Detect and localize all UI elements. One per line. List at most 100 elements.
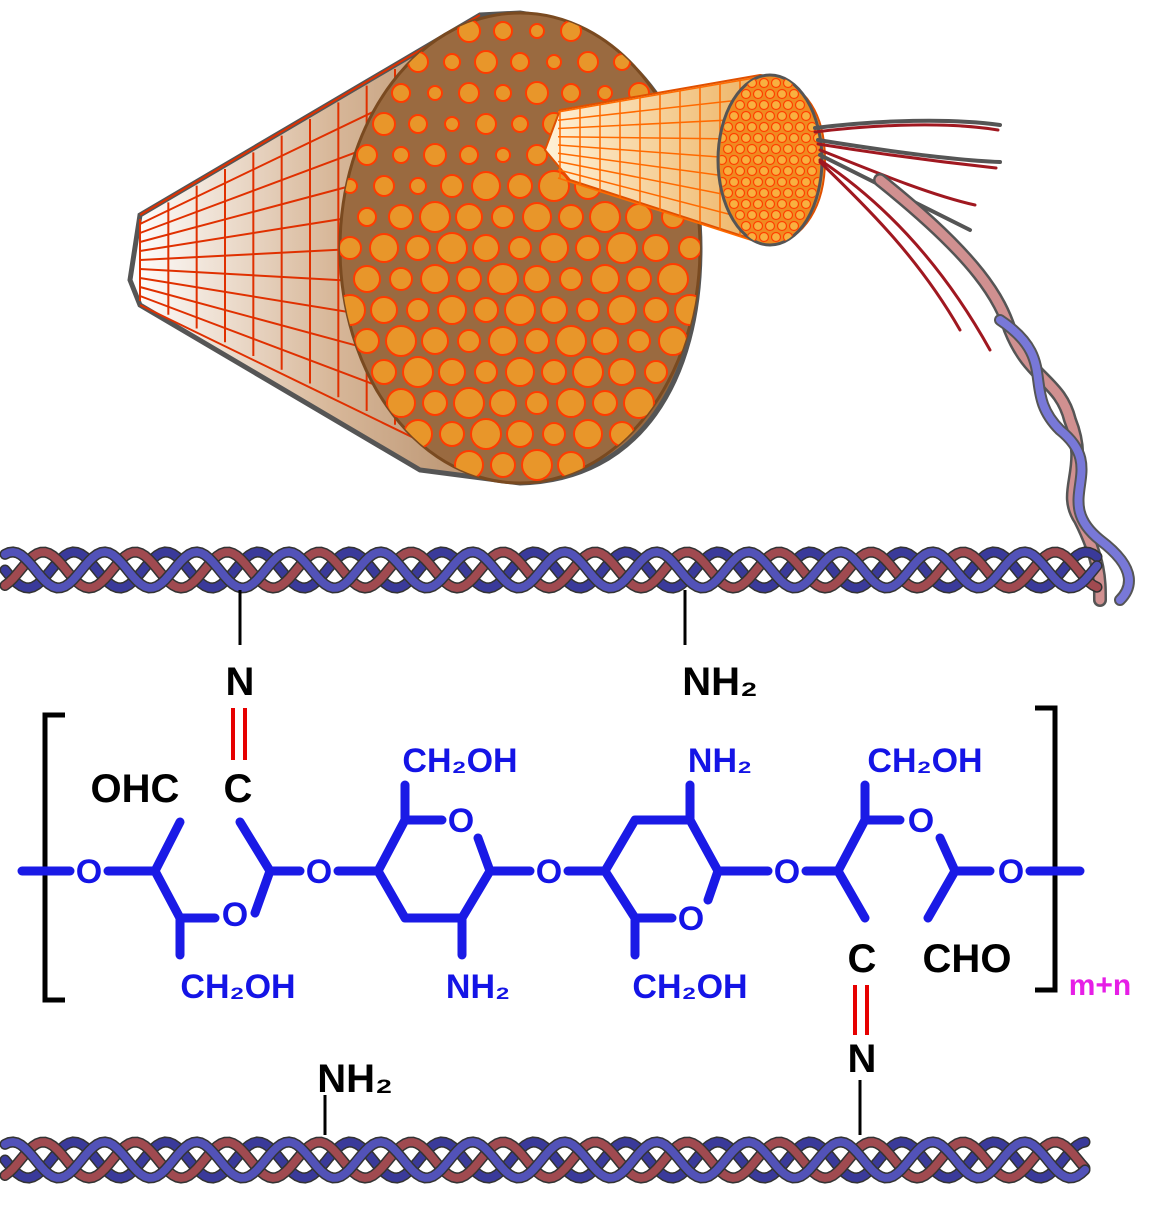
microfibril-circle bbox=[764, 176, 776, 188]
fibril-circle bbox=[455, 203, 483, 231]
microfibril-circle bbox=[752, 132, 764, 144]
microfibril-circle bbox=[722, 121, 734, 133]
microfibril-circle bbox=[758, 187, 770, 199]
fibril-circle bbox=[459, 145, 479, 165]
microfibril-circle bbox=[740, 176, 752, 188]
fibril-circle bbox=[626, 266, 652, 292]
collagen-triple-helix-top bbox=[0, 546, 1103, 594]
microfibril-circle bbox=[794, 187, 806, 199]
microfibril-circle bbox=[740, 132, 752, 144]
fibril-circle bbox=[523, 265, 551, 293]
microfibril-circle bbox=[782, 187, 794, 199]
fibril-circle bbox=[559, 267, 583, 291]
fibril-circle bbox=[591, 327, 619, 355]
microfibril-circle bbox=[770, 209, 782, 221]
fibril-circle bbox=[444, 116, 460, 132]
microfibril-circle bbox=[776, 88, 788, 100]
microfibril-circle bbox=[794, 165, 806, 177]
amine-label-ring-bottom: NH₂ bbox=[446, 968, 510, 1006]
microfibril-circle bbox=[800, 176, 812, 188]
fibril-circle bbox=[555, 325, 587, 357]
fibril-circle bbox=[511, 115, 529, 133]
microfibril-circle bbox=[776, 110, 788, 122]
fibril-grid-line bbox=[557, 97, 761, 121]
fibril-circle bbox=[420, 264, 450, 294]
fibril-circle bbox=[558, 204, 584, 230]
microfibril-circle bbox=[800, 154, 812, 166]
microfibril-circle bbox=[758, 99, 770, 111]
fibril-circle bbox=[625, 203, 653, 231]
fibril-circle bbox=[539, 233, 569, 263]
amine-label-bottom-strand: NH₂ bbox=[317, 1057, 393, 1101]
microfibril-circle bbox=[794, 209, 806, 221]
microfibril-circle bbox=[806, 165, 818, 177]
fibril-circle bbox=[356, 144, 378, 166]
microfibril-circle bbox=[776, 132, 788, 144]
microfibril-circle bbox=[740, 110, 752, 122]
microfibril-circle bbox=[770, 165, 782, 177]
microfibril-circle bbox=[782, 165, 794, 177]
fibril-circle bbox=[475, 113, 497, 135]
fibril-circle bbox=[542, 422, 566, 446]
microfibril-circle bbox=[782, 121, 794, 133]
helix-strand-3 bbox=[1, 547, 1101, 592]
fibril-circle bbox=[529, 23, 545, 39]
microfibril-circle bbox=[770, 99, 782, 111]
fibril-circle bbox=[576, 298, 600, 322]
microfibril-circle bbox=[764, 110, 776, 122]
helix-strand-2 bbox=[1, 548, 1101, 593]
fibril-circle bbox=[540, 296, 568, 324]
microfibril-circle bbox=[722, 165, 734, 177]
fibril-circle bbox=[590, 264, 620, 294]
fibril-circle bbox=[538, 170, 570, 202]
microfibril-circle bbox=[788, 132, 800, 144]
microfibril-circle bbox=[776, 176, 788, 188]
fibril-circle bbox=[419, 201, 451, 233]
imine-carbon-bottom: C bbox=[848, 937, 877, 981]
fibril-circle bbox=[438, 358, 466, 386]
microfibril-circle bbox=[764, 220, 776, 232]
fibril-circle bbox=[525, 81, 549, 105]
fibril-circle bbox=[575, 235, 601, 261]
microfibril-circle bbox=[758, 143, 770, 155]
microfibril-circle bbox=[812, 154, 820, 166]
fibril-circle bbox=[506, 420, 534, 448]
collagen-triple-helix-bottom bbox=[0, 1136, 1091, 1184]
fibril-circle bbox=[495, 147, 511, 163]
fibril-circle bbox=[508, 236, 532, 260]
microfibril-circle bbox=[764, 198, 776, 210]
fibril-circle bbox=[504, 294, 536, 326]
fibril-circle bbox=[372, 112, 396, 136]
microfibril-circle bbox=[782, 209, 794, 221]
microfibril-circle bbox=[776, 198, 788, 210]
fibril-circle bbox=[674, 294, 700, 326]
fibril-grid-line bbox=[557, 169, 761, 223]
fibril-circle bbox=[370, 296, 398, 324]
ring-oxygen-2: O bbox=[448, 802, 474, 840]
fibril-circle bbox=[505, 357, 535, 387]
fibril-circle bbox=[389, 267, 413, 291]
fibril-circle bbox=[471, 171, 501, 201]
microfibril-circle bbox=[770, 187, 782, 199]
microfibril-circle bbox=[770, 231, 782, 243]
fibril-circle bbox=[439, 421, 465, 447]
fibril-circle bbox=[409, 177, 427, 195]
helix-strand-3 bbox=[1, 1137, 1089, 1182]
fibril-circle bbox=[474, 360, 498, 384]
fibril-circle bbox=[385, 325, 417, 357]
microfibril-circle bbox=[758, 231, 770, 243]
hydroxymethyl-label-3: CH₂OH bbox=[632, 968, 747, 1006]
bridge-oxygen-3: O bbox=[536, 853, 562, 891]
aldehyde-cho-label: CHO bbox=[923, 937, 1012, 981]
fibril-circle bbox=[607, 295, 637, 325]
fibril-circle bbox=[489, 389, 517, 417]
microfibril-circle bbox=[782, 143, 794, 155]
microfibril-circle bbox=[758, 165, 770, 177]
microfibril-circle bbox=[800, 198, 812, 210]
amine-label-top-strand: NH₂ bbox=[682, 660, 758, 704]
fibril-circle bbox=[421, 327, 449, 355]
fibril-circle bbox=[369, 233, 399, 263]
fiber-bundle-illustration bbox=[127, 10, 1135, 607]
microfibril-circle bbox=[794, 99, 806, 111]
